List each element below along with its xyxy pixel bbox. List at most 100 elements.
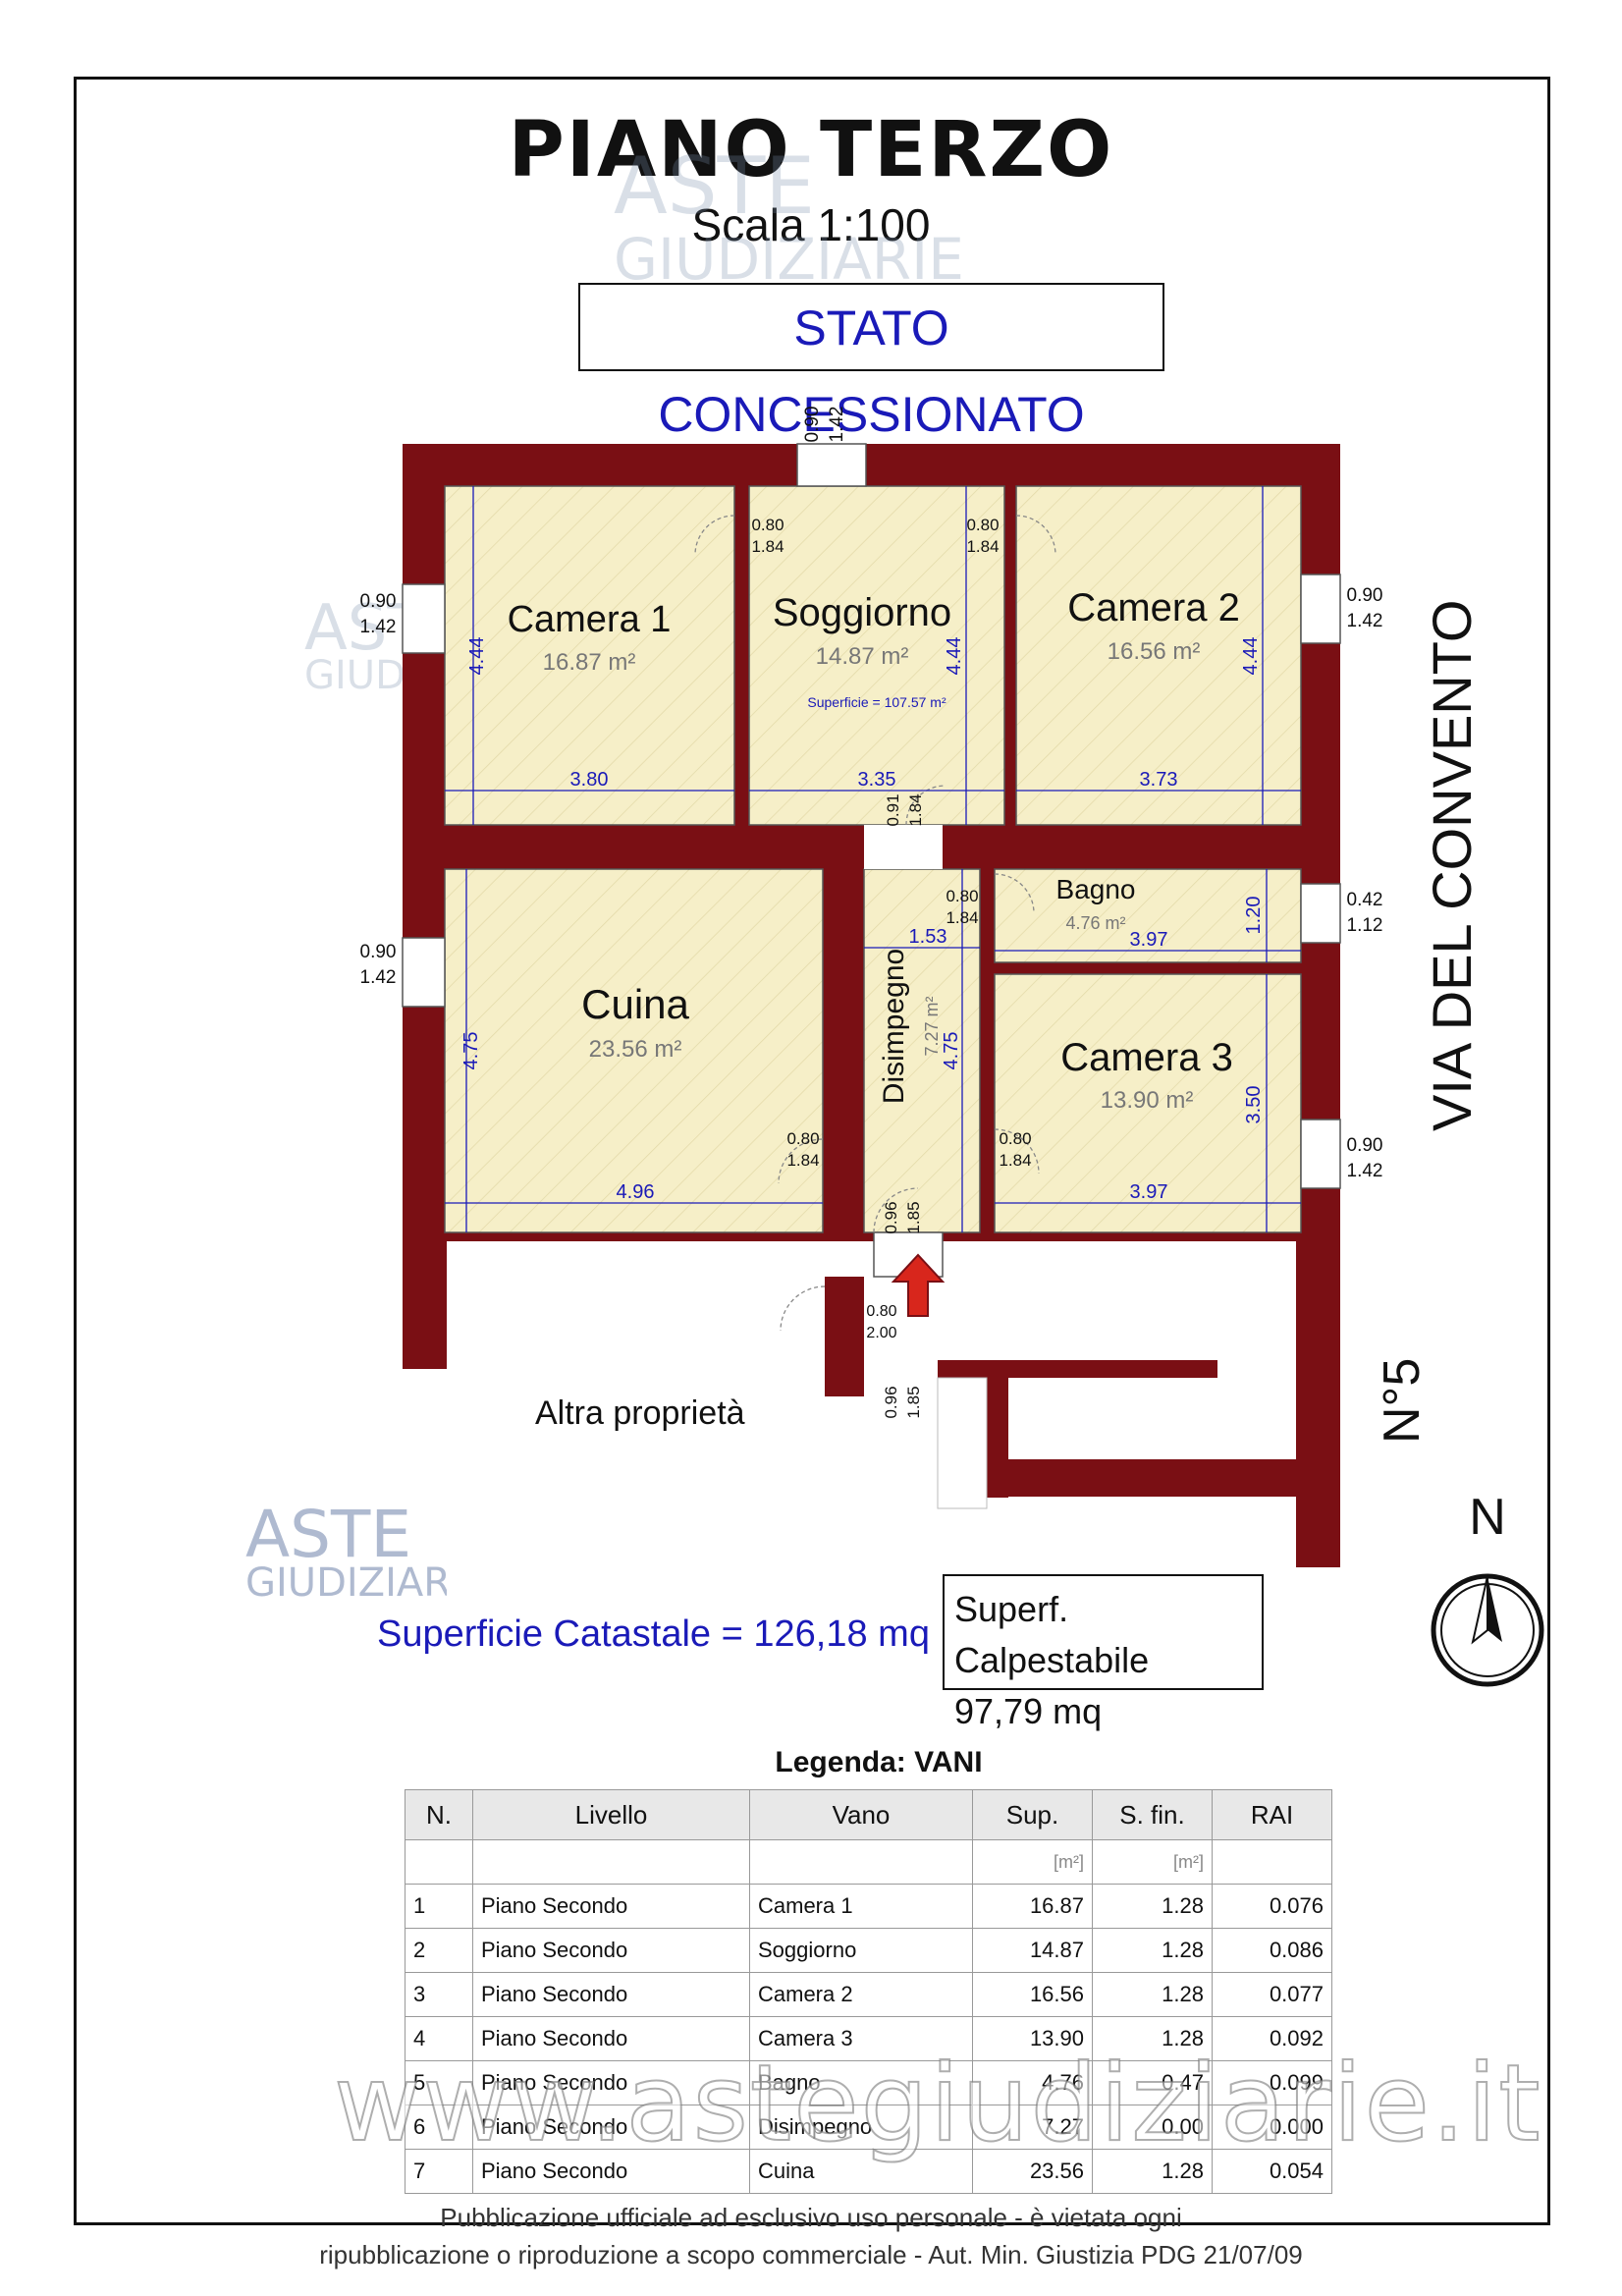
legend-header: N. xyxy=(405,1789,473,1840)
legend-cell: Piano Secondo xyxy=(472,2105,750,2150)
door-corridor-w: 0.91 xyxy=(884,793,902,826)
dim-disimpegno-h: 4.75 xyxy=(941,1032,962,1070)
watermark-url: www.astegiudiziarie.it xyxy=(333,2042,1542,2166)
status-box: STATO CONCESSIONATO xyxy=(578,283,1164,442)
legend-cell: 2 xyxy=(405,1928,473,1973)
legend-cell: 0.099 xyxy=(1212,2060,1332,2105)
stair-wall-bottom-2 xyxy=(987,1459,1311,1497)
room-name-camera-2: Camera 2 xyxy=(1067,586,1240,629)
legend-unit xyxy=(472,1839,750,1885)
room-bagno xyxy=(994,868,1302,963)
door-swing-entrance xyxy=(873,1187,919,1233)
room-cuina xyxy=(444,868,824,1233)
legend-cell: 14.87 xyxy=(972,1928,1093,1973)
legend-cell: 4.76 xyxy=(972,2060,1093,2105)
legend-cell: Bagno xyxy=(749,2060,973,2105)
opening-left2-w: 0.90 xyxy=(360,942,397,962)
dim-camera-2-h: 4.44 xyxy=(1240,637,1262,676)
legend-cell: 23.56 xyxy=(972,2149,1093,2194)
opening-right3-h: 1.42 xyxy=(1347,1161,1383,1181)
opening-top-h: 1.42 xyxy=(827,407,847,443)
legend-cell: 1.28 xyxy=(1092,1928,1213,1973)
door-camera2-h: 1.84 xyxy=(966,537,999,556)
door-bagno-h: 1.84 xyxy=(946,908,978,927)
door-corridor-h: 1.84 xyxy=(906,793,925,826)
door-cuina-w: 0.80 xyxy=(786,1129,819,1148)
opening-right2-w: 0.42 xyxy=(1347,890,1383,910)
room-area-camera-2: 16.56 m² xyxy=(1108,638,1201,665)
room-name-disimpegno: Disimpegno xyxy=(878,949,910,1104)
dim-disimpegno-w: 1.53 xyxy=(909,926,947,948)
legend-unit: [m²] xyxy=(972,1839,1093,1885)
room-name-bagno: Bagno xyxy=(1056,874,1136,904)
legend-cell: Piano Secondo xyxy=(472,2016,750,2061)
legend-cell: 0.054 xyxy=(1212,2149,1332,2194)
legend-cell: Piano Secondo xyxy=(472,1884,750,1929)
legend-header: Sup. xyxy=(972,1789,1093,1840)
dim-soggiorno-w: 3.35 xyxy=(858,769,896,791)
legend-cell: 0.47 xyxy=(1092,2060,1213,2105)
dim-bagno-h: 1.20 xyxy=(1243,897,1265,935)
entrance-arrow xyxy=(891,1253,946,1317)
door-other-h: 2.00 xyxy=(866,1325,896,1341)
dim-camera-1-h: 4.44 xyxy=(466,637,488,676)
legend-cell: 1.28 xyxy=(1092,2149,1213,2194)
stair-wall-right-2 xyxy=(1296,1277,1340,1567)
room-area-cuina: 23.56 m² xyxy=(589,1036,682,1063)
legend-cell: Camera 3 xyxy=(749,2016,973,2061)
legend-cell: 0.077 xyxy=(1212,1972,1332,2017)
room-soggiorno xyxy=(748,485,1005,826)
legend-unit xyxy=(749,1839,973,1885)
dim-cuina-w: 4.96 xyxy=(617,1181,655,1203)
opening-right1-w: 0.90 xyxy=(1347,585,1383,606)
superficie-note: Superficie = 107.57 m² xyxy=(807,694,946,710)
corridor-gap xyxy=(864,825,943,869)
superficie-calpestabile-box: Superf. Calpestabile 97,79 mq xyxy=(943,1574,1264,1731)
legend-cell: 1.28 xyxy=(1092,1884,1213,1929)
window-left-1 xyxy=(402,583,446,654)
opening-right2-h: 1.12 xyxy=(1347,915,1383,936)
legend-header: Livello xyxy=(472,1789,750,1840)
legend-cell: 1.28 xyxy=(1092,2016,1213,2061)
room-name-soggiorno: Soggiorno xyxy=(773,591,951,634)
dim-camera-2-w: 3.73 xyxy=(1140,769,1178,791)
legend-cell: 6 xyxy=(405,2105,473,2150)
legend-cell: Soggiorno xyxy=(749,1928,973,1973)
plan-title: PIANO TERZO xyxy=(508,106,1114,194)
room-camera-3 xyxy=(994,973,1302,1233)
opening-right3-w: 0.90 xyxy=(1347,1135,1383,1156)
north-label: N xyxy=(1469,1489,1506,1546)
other-property-label: Altra proprietà xyxy=(535,1394,745,1432)
opening-top-w: 0.90 xyxy=(802,407,823,443)
door-stair-h: 1.85 xyxy=(904,1386,923,1418)
door-bagno-w: 0.80 xyxy=(946,887,978,905)
door-swing-bagno xyxy=(994,873,1035,914)
calpestabile-label: Superf. Calpestabile xyxy=(954,1589,1150,1680)
footer-line-1: Pubblicazione ufficiale ad esclusivo uso… xyxy=(440,2203,1182,2232)
legend-unit: [m²] xyxy=(1092,1839,1213,1885)
room-camera-2 xyxy=(1015,485,1302,826)
legend-cell: 16.87 xyxy=(972,1884,1093,1929)
door-swing-soggiorno-left xyxy=(694,515,735,556)
legend-header: RAI xyxy=(1212,1789,1332,1840)
opening-right1-h: 1.42 xyxy=(1347,611,1383,631)
legend-cell: 0.000 xyxy=(1212,2105,1332,2150)
dim-camera-3-w: 3.97 xyxy=(1130,1181,1168,1203)
legend-unit xyxy=(405,1839,473,1885)
room-name-camera-1: Camera 1 xyxy=(508,599,672,640)
door-entrance-w: 0.96 xyxy=(882,1201,900,1233)
legend-cell: Piano Secondo xyxy=(472,1972,750,2017)
legend-cell: 0.092 xyxy=(1212,2016,1332,2061)
window-right-3 xyxy=(1300,1119,1341,1189)
legend-table: N. Livello Vano Sup. S. fin. RAI [m²] [m… xyxy=(405,1789,1332,2194)
door-other-w: 0.80 xyxy=(866,1303,896,1320)
dim-bagno-w: 3.97 xyxy=(1130,929,1168,951)
room-name-camera-3: Camera 3 xyxy=(1060,1036,1233,1079)
opening-left2-h: 1.42 xyxy=(360,967,397,988)
legend-cell: 3 xyxy=(405,1972,473,2017)
dim-soggiorno-h: 4.44 xyxy=(944,637,965,676)
door-cuina-h: 1.84 xyxy=(786,1151,819,1170)
